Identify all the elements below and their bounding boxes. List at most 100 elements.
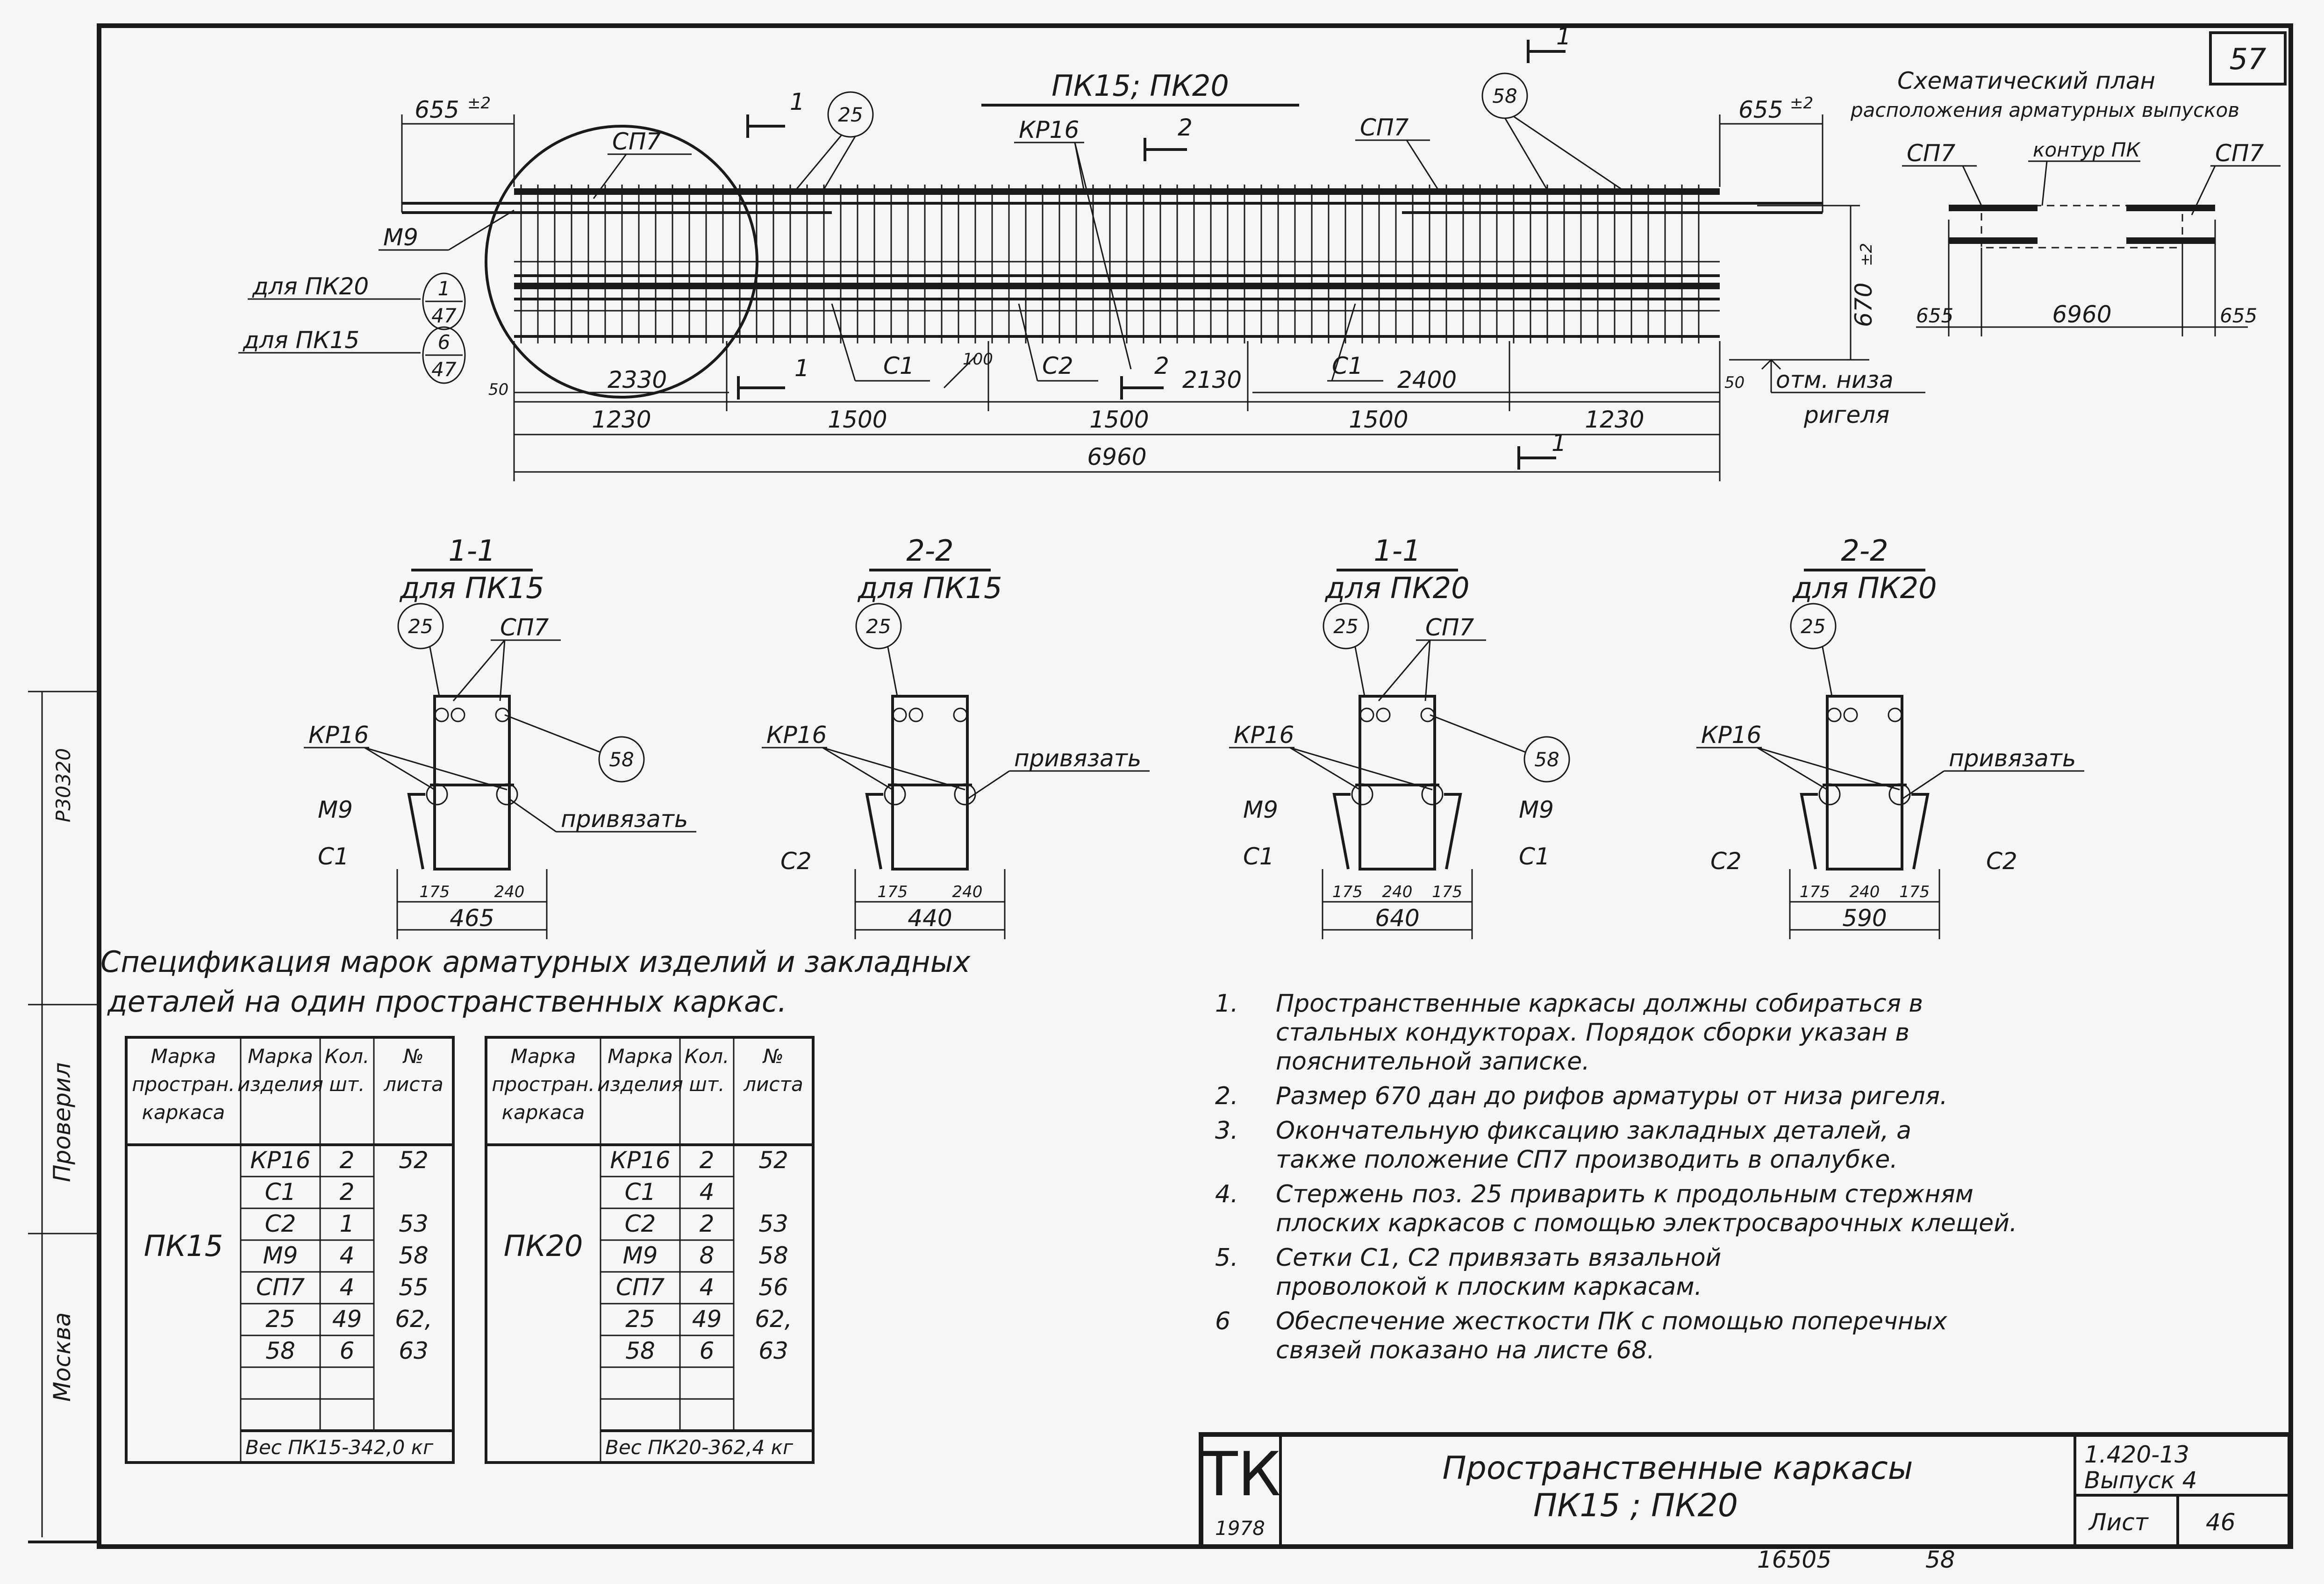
label-m9: М9 [383, 224, 418, 251]
spec-cell: 56 [758, 1274, 788, 1301]
section-subtitle: для ПК20 [1792, 571, 1937, 605]
section-dim-total: 640 [1375, 905, 1419, 932]
bottom-stamp-left: 16505 [1757, 1546, 1831, 1573]
callout-25 [1790, 603, 1837, 649]
overall-dim: 6960 1 [513, 429, 1721, 481]
spec-cell: 49 [692, 1306, 722, 1333]
label-sp7: СП7 [500, 614, 549, 641]
side-stamp-city: Москва [49, 1312, 76, 1402]
spec-table-1: Маркапростран.каркасаМаркаизделияКол.шт.… [125, 1036, 455, 1464]
label-tie: привязать [1014, 745, 1141, 772]
svg-text:1: 1 [438, 277, 450, 300]
label-c2-right: С2 [1986, 848, 2017, 875]
side-stamp-number: Р30320 [52, 748, 75, 822]
svg-text:ригеля: ригеля [1803, 401, 1889, 428]
top-dim-left: 655 [415, 96, 459, 123]
chain-dims: 1230 1500 1500 1500 1230 [513, 341, 1721, 449]
svg-text:1500: 1500 [828, 406, 887, 433]
title-block-logo: ТК [1200, 1439, 1281, 1510]
label-tie: привязать [1949, 745, 2076, 772]
label-sp7-right: СП7 [1360, 114, 1409, 141]
label-kr16: КР16 [766, 721, 827, 749]
plan-dim-mid: 6960 [2052, 301, 2111, 328]
spec-cell: 52 [758, 1147, 788, 1174]
section-dim-inner: 175 [420, 883, 450, 901]
section-dim-inner: 240 [494, 883, 525, 901]
note-3: 3.Окончательную фиксацию закладных детал… [1215, 1117, 1911, 1174]
spec-title-line2: деталей на один пространственных каркас. [107, 985, 787, 1019]
spec-weight: Вес ПК15-342,0 кг [245, 1436, 434, 1459]
svg-text:1: 1 [794, 355, 809, 382]
callout-25 [855, 603, 902, 649]
section-dim-inner: 175 [1432, 883, 1462, 901]
spec-cell: 4 [700, 1274, 715, 1301]
section-dim-inner: 240 [1850, 883, 1880, 901]
spec-header: шт. [689, 1073, 724, 1096]
spec-header: Кол. [325, 1045, 370, 1068]
note-4: 4.Стержень поз. 25 приварить к продольны… [1215, 1180, 2017, 1237]
svg-text:1230: 1230 [592, 406, 651, 433]
spec-cell: С1 [625, 1178, 656, 1206]
spec-cell: 2 [700, 1147, 715, 1174]
note-line: Размер 670 дан до рифов арматуры от низа… [1276, 1082, 1948, 1110]
section-subtitle: для ПК15 [857, 571, 1002, 605]
svg-text:1500: 1500 [1349, 406, 1408, 433]
section-subtitle: для ПК15 [399, 571, 544, 605]
svg-text:2: 2 [1154, 352, 1169, 379]
svg-text:6960: 6960 [1087, 443, 1146, 471]
note-5: 5.Сетки С1, С2 привязать вязальнойпровол… [1215, 1244, 1721, 1301]
section-dim-total: 590 [1842, 905, 1887, 932]
spec-header: № [762, 1045, 784, 1068]
spec-cell: 4 [700, 1178, 715, 1206]
section-dim-inner: 175 [1800, 883, 1830, 901]
spec-cell: С2 [625, 1210, 656, 1237]
spec-cell: 2 [700, 1210, 715, 1237]
plan-label-sp7-left: СП7 [1907, 140, 1956, 167]
note-line: также положение СП7 производить в опалуб… [1276, 1146, 1898, 1174]
top-dim-right: 655 [1738, 96, 1783, 123]
spec-cell: 49 [332, 1306, 362, 1333]
note-1: 1.Пространственные каркасы должны собира… [1215, 990, 1923, 1076]
label-m9: М9 [318, 796, 353, 823]
note-2: 2. Размер 670 дан до рифов арматуры от ни… [1215, 1082, 1948, 1110]
section-mark-1-mid: 1 [737, 355, 809, 400]
plan-dim-left: 655 [1916, 304, 1953, 327]
note-line: Обеспечение жесткости ПК с помощью попер… [1276, 1307, 1948, 1335]
spec-mark: ПК20 [504, 1229, 583, 1263]
svg-text:1: 1 [1552, 429, 1566, 457]
section-mark-1-top: 1 [746, 88, 805, 138]
callout-ref-pk15: 6 47 [422, 326, 466, 384]
spec-cell: 63 [399, 1337, 429, 1364]
note-number: 2. [1215, 1082, 1238, 1110]
section-mark-2-top: 2 [1144, 114, 1193, 161]
section-dim-total: 465 [450, 905, 494, 932]
callout-25-label: 25 [408, 615, 433, 638]
spec-cell: М9 [623, 1242, 658, 1269]
callout-25 [1323, 603, 1369, 649]
note-line: Стержень поз. 25 приварить к продольным … [1276, 1180, 1974, 1208]
spec-cell: 62, [755, 1306, 792, 1333]
spec-title-line1: Спецификация марок арматурных изделий и … [100, 945, 971, 979]
spec-table-2: Маркапростран.каркасаМаркаизделияКол.шт.… [485, 1036, 815, 1464]
section-title: 2-2 [906, 534, 953, 568]
label-c2-left: С2 [1710, 848, 1742, 875]
label-c1-right: С1 [1519, 843, 1550, 870]
specification: Спецификация марок арматурных изделий и … [100, 945, 971, 1464]
spec-header: № [402, 1045, 424, 1068]
callout-58: 58 [1481, 72, 1622, 190]
callout-58-label: 58 [1534, 748, 1559, 771]
svg-text:47: 47 [431, 304, 457, 327]
callout-25-label: 25 [866, 615, 891, 638]
callout-58-label: 58 [609, 748, 634, 771]
note-number: 1. [1215, 990, 1238, 1018]
spec-header: Марка [608, 1045, 673, 1068]
label-sp7-left: СП7 [612, 128, 661, 155]
spec-header: каркаса [502, 1101, 585, 1124]
section-dim-inner: 175 [878, 883, 908, 901]
bottom-stamp-right: 58 [1925, 1546, 1955, 1573]
